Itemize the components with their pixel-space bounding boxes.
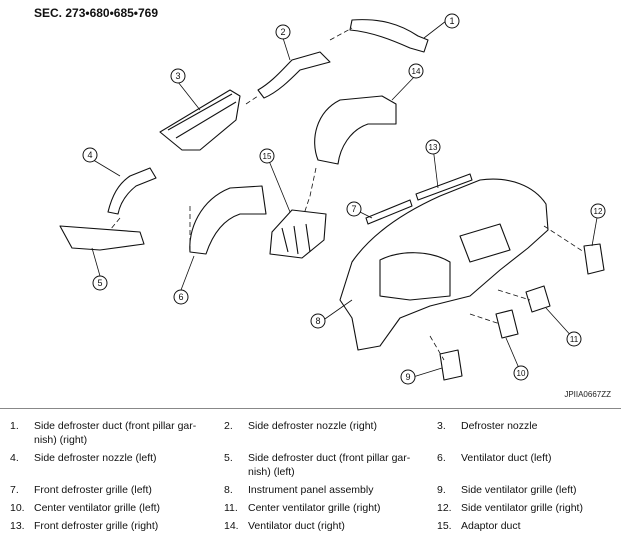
part-side-defroster-nozzle-left	[107, 167, 157, 215]
part-ventilator-duct-right	[314, 95, 397, 165]
callout-14: 14	[412, 67, 421, 76]
legend-num: 10.	[10, 502, 25, 514]
legend-text: Adaptor duct	[461, 520, 521, 532]
part-adaptor-duct	[269, 209, 327, 259]
legend-text: Instrument panel assembly	[248, 484, 374, 496]
part-center-ventilator-grille-right	[525, 285, 551, 313]
legend-text: Defroster nozzle	[461, 420, 538, 432]
exploded-parts-diagram: 1 2 3 4 5 6 7 8 9 10 11 12 13 14 15	[59, 13, 606, 385]
part-side-ventilator-grille-right	[583, 243, 605, 275]
callout-9: 9	[405, 372, 410, 382]
legend-num: 1.	[10, 420, 19, 432]
legend-text: Side defroster nozzle (right)	[248, 420, 377, 432]
callout-2: 2	[280, 27, 285, 37]
legend-text: Front defroster grille (right)	[34, 520, 159, 532]
callout-1: 1	[449, 16, 454, 26]
legend-num: 12.	[437, 502, 452, 514]
legend-text: Center ventilator grille (left)	[34, 502, 161, 514]
legend-num: 5.	[224, 452, 233, 464]
part-defroster-nozzle	[159, 89, 241, 151]
legend-num: 7.	[10, 484, 19, 496]
figure-code: JPIIA0667ZZ	[564, 390, 611, 399]
callout-15: 15	[263, 152, 272, 161]
legend-text: Side ventilator grille (left)	[461, 484, 577, 496]
legend-num: 15.	[437, 520, 452, 532]
legend-num: 4.	[10, 452, 19, 464]
legend-text: Ventilator duct (right)	[248, 520, 345, 532]
legend-num: 13.	[10, 520, 25, 532]
part-side-ventilator-grille-left	[439, 349, 463, 381]
legend-num: 8.	[224, 484, 233, 496]
callout-11: 11	[570, 335, 579, 344]
legend-num: 2.	[224, 420, 233, 432]
part-side-defroster-duct-left	[59, 225, 145, 251]
legend-text: Side defroster duct (front pillar gar- n…	[248, 452, 411, 478]
part-center-ventilator-grille-left	[495, 309, 519, 339]
legend-text: Side defroster nozzle (left)	[34, 452, 157, 464]
legend-num: 9.	[437, 484, 446, 496]
callout-5: 5	[97, 278, 102, 288]
legend-text: Ventilator duct (left)	[461, 452, 552, 464]
callout-8: 8	[315, 316, 320, 326]
part-side-defroster-duct-right	[349, 19, 429, 53]
legend-num: 11.	[224, 502, 238, 514]
parts-legend: 1. Side defroster duct (front pillar gar…	[0, 408, 621, 538]
legend-num: 3.	[437, 420, 446, 432]
callout-13: 13	[429, 143, 438, 152]
part-side-defroster-nozzle-right	[257, 51, 331, 99]
legend-text: Front defroster grille (left)	[34, 484, 152, 496]
callout-3: 3	[175, 71, 180, 81]
legend-num: 6.	[437, 452, 446, 464]
part-instrument-panel	[339, 178, 549, 351]
legend-text: Center ventilator grille (right)	[248, 502, 381, 514]
legend-text: Side ventilator grille (right)	[461, 502, 583, 514]
callout-12: 12	[594, 207, 603, 216]
part-ventilator-duct-left	[189, 185, 267, 255]
part-front-defroster-grille-right	[415, 173, 473, 201]
callout-4: 4	[87, 150, 92, 160]
legend-text: Side defroster duct (front pillar gar- n…	[34, 420, 197, 446]
callout-6: 6	[178, 292, 183, 302]
part-front-defroster-grille-left	[365, 199, 413, 225]
callout-7: 7	[351, 204, 356, 214]
legend-num: 14.	[224, 520, 239, 532]
callout-10: 10	[517, 369, 526, 378]
section-header: SEC. 273•680•685•769	[34, 6, 159, 20]
